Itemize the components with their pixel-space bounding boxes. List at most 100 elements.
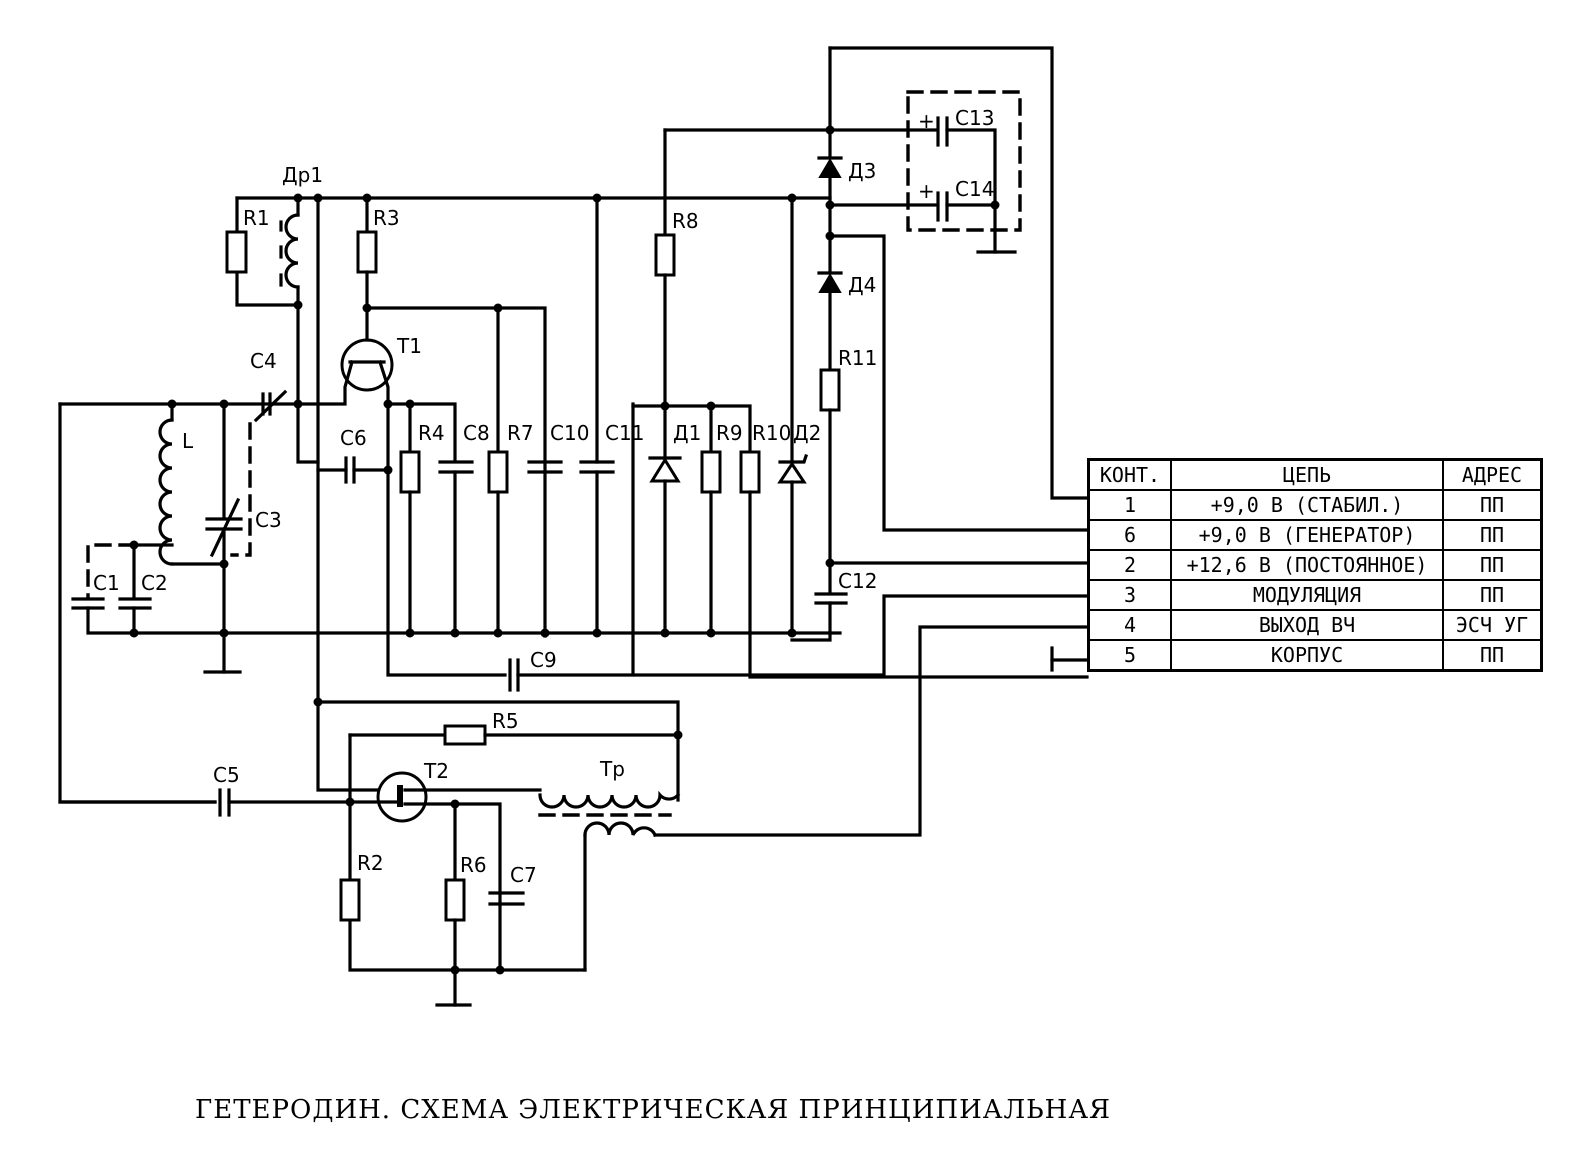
label-d3: Д3 (848, 159, 876, 183)
cell-circuit: +12,6 В (ПОСТОЯННОЕ) (1170, 549, 1444, 581)
label-r5: R5 (492, 709, 519, 733)
table-row: 2 +12,6 В (ПОСТОЯННОЕ) ПП (1087, 549, 1543, 581)
cell-circuit: КОРПУС (1170, 639, 1444, 672)
resistor-r1 (225, 230, 248, 274)
c13-plus: + (918, 109, 935, 133)
label-d2: Д2 (793, 421, 821, 445)
label-c3: C3 (255, 508, 282, 532)
resistor-r2 (339, 878, 361, 922)
diagram-caption: ГЕТЕРОДИН. СХЕМА ЭЛЕКТРИЧЕСКАЯ ПРИНЦИПИА… (195, 1095, 1112, 1125)
label-r10: R10 (752, 421, 791, 445)
label-c13: C13 (955, 106, 994, 130)
wire-contact-3 (633, 594, 1089, 677)
wire-left-loop (58, 402, 217, 804)
label-d4: Д4 (848, 273, 876, 297)
resistor-r5 (443, 724, 487, 746)
label-r7: R7 (507, 421, 534, 445)
label-r1: R1 (243, 206, 270, 230)
table-row: 1 +9,0 В (СТАБИЛ.) ПП (1087, 489, 1543, 521)
cell-contact: 6 (1087, 519, 1172, 551)
label-c12: C12 (838, 569, 877, 593)
table-row: 5 КОРПУС ПП (1087, 639, 1543, 672)
label-c9: C9 (530, 648, 557, 672)
cell-contact: 2 (1087, 549, 1172, 581)
cell-contact: 5 (1087, 639, 1172, 672)
cell-contact: 1 (1087, 489, 1172, 521)
c3-c4-gang-link (230, 422, 252, 557)
label-c11: C11 (605, 421, 644, 445)
junction-dots (129, 125, 1000, 975)
resistor-r7 (487, 450, 509, 494)
c4-variable-arrow (253, 389, 288, 423)
header-contact: КОНТ. (1087, 458, 1172, 491)
resistor-r3 (356, 230, 378, 274)
resistor-r11 (819, 368, 841, 412)
wire-t2-gate-ground (348, 733, 587, 972)
label-t2: T2 (423, 759, 449, 783)
cell-address: ПП (1442, 549, 1543, 581)
wire-t1-emitter (377, 359, 457, 462)
label-r4: R4 (418, 421, 445, 445)
label-r11: R11 (838, 346, 877, 370)
cell-address: ЭСЧ УГ (1442, 609, 1543, 641)
cell-circuit: +9,0 В (СТАБИЛ.) (1170, 489, 1444, 521)
wire-emitter-c9 (386, 402, 507, 677)
resistor-r9 (700, 450, 722, 494)
t2-gate (397, 785, 403, 807)
label-r3: R3 (373, 206, 400, 230)
wire-d1-r10-node (631, 404, 752, 454)
cell-address: ПП (1442, 489, 1543, 521)
wire-t2-source (403, 802, 502, 972)
diode-d3 (818, 158, 842, 178)
resistor-r6 (444, 878, 466, 922)
label-d1: Д1 (673, 421, 701, 445)
label-c10: C10 (550, 421, 589, 445)
cell-address: ПП (1442, 519, 1543, 551)
label-c5: C5 (213, 763, 240, 787)
label-c14: C14 (955, 177, 994, 201)
wire-collector-c10 (365, 306, 547, 638)
label-r9: R9 (716, 421, 743, 445)
wire-rail-to-t2 (316, 196, 380, 792)
label-c2: C2 (141, 571, 168, 595)
wire-c12-bottom (790, 601, 832, 642)
table-header-row: КОНТ. ЦЕПЬ АДРЕС (1087, 458, 1543, 491)
wire-t2-r5-top (316, 700, 680, 737)
label-c8: C8 (463, 421, 490, 445)
connector-table: КОНТ. ЦЕПЬ АДРЕС 1 +9,0 В (СТАБИЛ.) ПП 6… (1087, 458, 1543, 672)
label-c4: C4 (250, 349, 277, 373)
wire-r10-modulation (748, 490, 1089, 679)
label-c6: C6 (340, 426, 367, 450)
header-circuit: ЦЕПЬ (1170, 458, 1444, 491)
c1-dashed-link (86, 543, 136, 600)
cell-address: ПП (1442, 639, 1543, 672)
choke-dr1 (279, 196, 320, 464)
wire-c9-right (516, 402, 635, 677)
top-supply-rail (235, 196, 832, 307)
c3-variable-arrow (209, 497, 241, 558)
label-c7: C7 (510, 863, 537, 887)
resistor-r10 (739, 450, 761, 494)
cell-circuit: МОДУЛЯЦИЯ (1170, 579, 1444, 611)
table-row: 6 +9,0 В (ГЕНЕРАТОР) ПП (1087, 519, 1543, 551)
diode-d4 (818, 273, 842, 293)
label-r2: R2 (357, 851, 384, 875)
wire-contact-1 (828, 46, 1089, 500)
label-tr: Тр (599, 757, 625, 781)
cell-contact: 3 (1087, 579, 1172, 611)
transistor-t1 (340, 338, 394, 392)
zener-d2 (777, 461, 807, 484)
wire-t1-base (58, 360, 354, 406)
header-address: АДРЕС (1442, 458, 1543, 491)
zener-d1 (649, 457, 681, 483)
inductor-l (158, 402, 226, 566)
label-r8: R8 (672, 209, 699, 233)
table-row: 4 ВЫХОД ВЧ ЭСЧ УГ (1087, 609, 1543, 641)
label-l: L (182, 429, 194, 453)
transformer-tr (538, 790, 681, 972)
label-dr1: Др1 (282, 163, 323, 187)
wire-c13-right (945, 128, 997, 254)
wire-contact-6 (828, 234, 1089, 532)
label-t1: T1 (396, 334, 422, 358)
